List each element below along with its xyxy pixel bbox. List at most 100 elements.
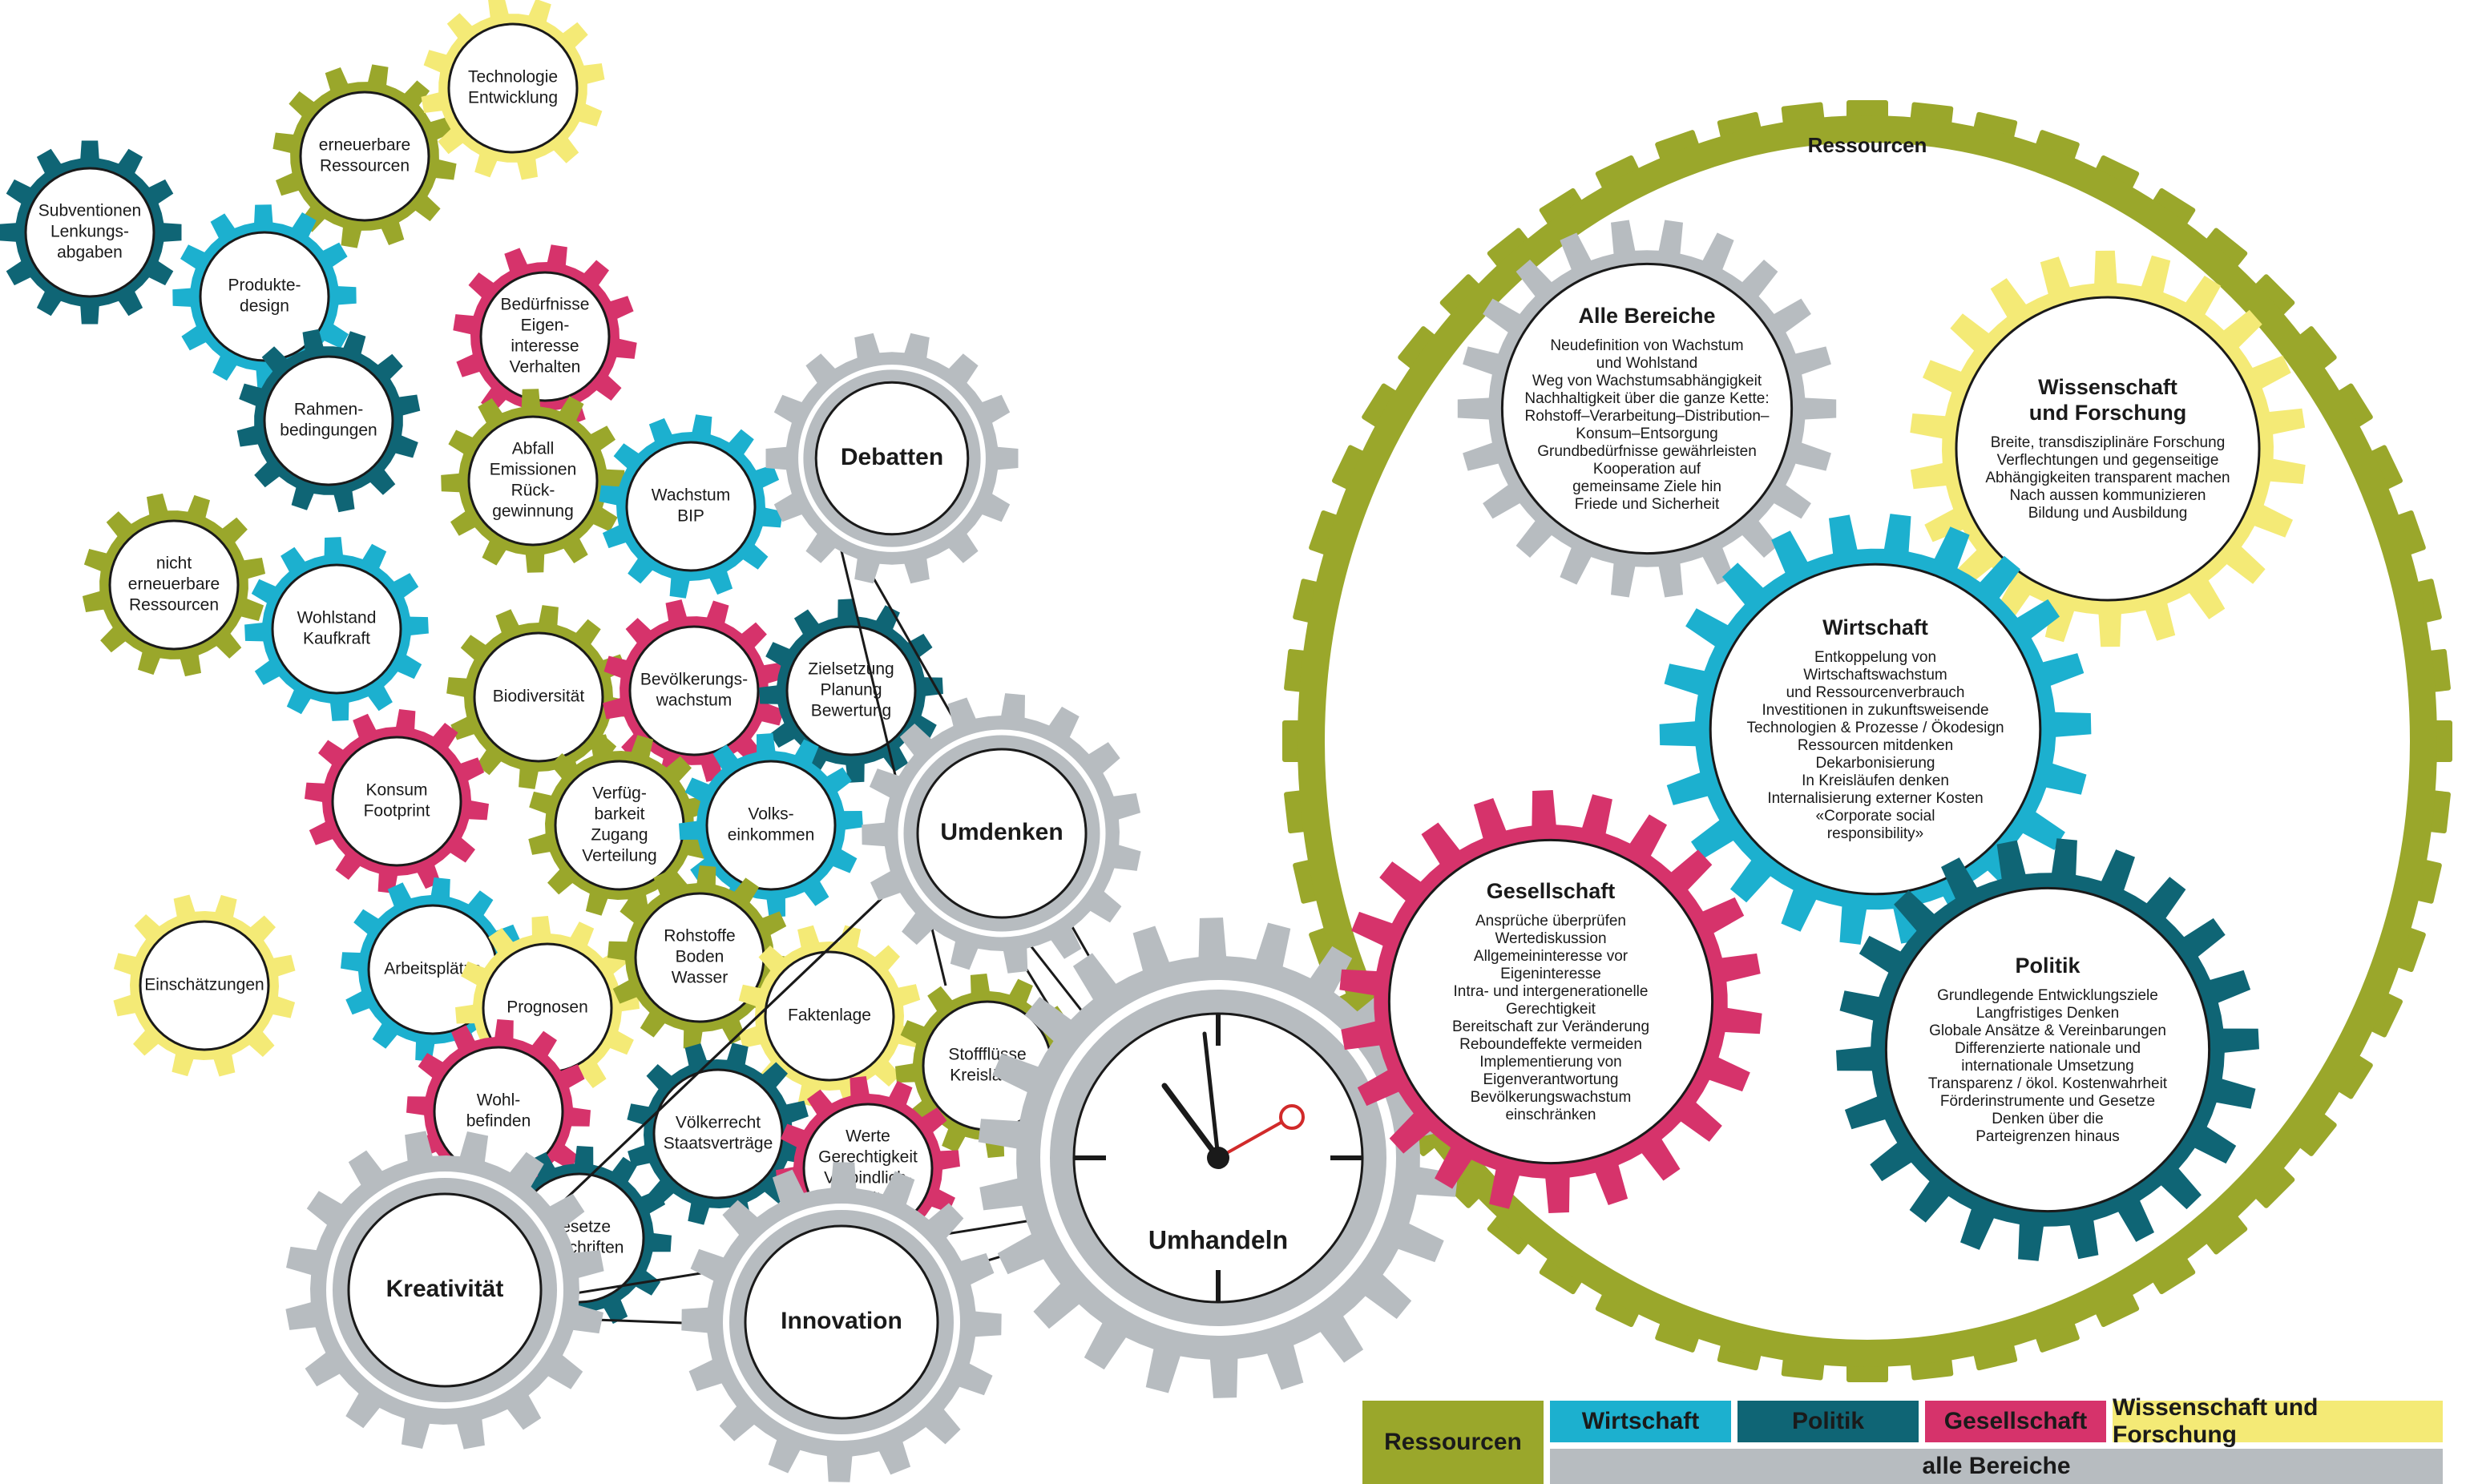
gear-bevoelkerungs-wachstum: Bevölkerungs-wachstum (603, 599, 785, 782)
domain-gear-alle-bereiche-text-line: Nachhaltigkeit über die ganze Kette: (1524, 390, 1769, 407)
domain-gear-wirtschaft-text-line: Entkoppelung von (1814, 649, 1936, 666)
domain-gear-alle-bereiche-text-line: Friede und Sicherheit (1575, 496, 1720, 513)
process-gear-kreativitaet: Kreativität (285, 1131, 604, 1450)
gear-bevoelkerungs-wachstum-line: Bevölkerungs- (640, 671, 748, 689)
gear-verfueg-barkeit-zugang-verteilung-line: Verfüg- (592, 784, 647, 803)
domain-gear-politik-text-line: Denken über die (1992, 1111, 2103, 1127)
domain-gear-wirtschaft-face (1709, 563, 2042, 896)
gear-erneuerbare-ressourcen-line: Ressourcen (320, 157, 410, 175)
domain-gear-alle-bereiche-text-line: Rohstoff–Verarbeitung–Distribution– (1525, 408, 1770, 425)
gear-faktenlage-line: Faktenlage (788, 1006, 871, 1025)
domain-gear-alle-bereiche-title: Alle Bereiche (1578, 304, 1715, 328)
gear-einschaetzungen: Einschätzungen (113, 894, 296, 1077)
gear-zielsetzung-planung-bewertung-line: Bewertung (811, 702, 891, 720)
gear-konsum-footprint-line: Konsum (365, 781, 427, 800)
legend: Ressourcen Wirtschaft Politik Gesellscha… (1362, 1394, 2443, 1484)
gear-volks-einkommen-face (705, 760, 837, 891)
domain-gear-alle-bereiche-face (1500, 262, 1794, 555)
domain-gear-politik-text-line: Differenzierte nationale und (1955, 1040, 2141, 1057)
gear-verfueg-barkeit-zugang-verteilung-line: Verteilung (582, 847, 656, 865)
gear-abfall-emissionen-rueck-gewinnung-line: Abfall (512, 440, 555, 458)
gear-beduerfnisse-eigen-interesse-verhalten-line: Eigen- (521, 317, 570, 335)
process-gear-umhandeln-label: Umhandeln (1148, 1225, 1288, 1254)
gear-faktenlage-face (764, 950, 895, 1082)
legend-wissenschaft: Wissenschaft und Forschung (2113, 1394, 2443, 1448)
gear-wohl-befinden-line: Wohl- (477, 1091, 520, 1110)
gear-technologie-entwicklung-line: Technologie (468, 68, 558, 87)
process-gear-debatten: Debatten (765, 333, 1019, 584)
domain-gear-wissenschaft-und-forschung-title: und Forschung (2029, 401, 2186, 425)
domain-gear-politik-text-line: Globale Ansätze & Vereinbarungen (1929, 1022, 2166, 1039)
gear-voelkerrecht-staatsvertraege-line: Staatsverträge (664, 1135, 773, 1153)
gear-einschaetzungen-line: Einschätzungen (144, 976, 264, 994)
ring-band (1298, 115, 2437, 1367)
domain-gear-alle-bereiche-text-line: Weg von Wachstumsabhängigkeit (1532, 373, 1762, 389)
gear-produkte-design-line: design (240, 297, 289, 316)
gear-zielsetzung-planung-bewertung-line: Planung (820, 681, 882, 700)
gear-beduerfnisse-eigen-interesse-verhalten-line: interesse (511, 337, 579, 356)
domain-gear-wissenschaft-und-forschung-text-line: Abhängigkeiten transparent machen (1985, 470, 2230, 486)
gear-abfall-emissionen-rueck-gewinnung-line: Emissionen (490, 461, 577, 479)
domain-gear-wirtschaft-text-line: Internalisierung externer Kosten (1767, 790, 1983, 807)
domain-gear-politik-title: Politik (2015, 954, 2081, 978)
gear-einschaetzungen-face (139, 920, 270, 1051)
domain-gear-wissenschaft-und-forschung-title: Wissenschaft (2038, 375, 2177, 399)
gear-konsum-footprint-line: Footprint (364, 802, 430, 821)
gear-biodiversitaet: Biodiversität (446, 605, 631, 789)
gear-rahmen-bedingungen: Rahmen-bedingungen (236, 329, 421, 513)
clock-minute-hand (1202, 1031, 1221, 1160)
domain-gear-alle-bereiche-text-line: Kooperation auf (1593, 461, 1701, 478)
domain-gear-wirtschaft-text-line: In Kreisläufen denken (1802, 772, 1949, 789)
gear-bevoelkerungs-wachstum-face (628, 625, 760, 756)
domain-gear-gesellschaft-text-line: Eigenverantwortung (1483, 1071, 1619, 1088)
domain-gear-alle-bereiche-text-line: Grundbedürfnisse gewährleisten (1537, 443, 1757, 460)
legend-wirtschaft: Wirtschaft (1550, 1401, 1731, 1442)
gear-erneuerbare-ressourcen-face (299, 91, 430, 222)
process-gear-umdenken-face (916, 748, 1088, 919)
process-gear-innovation-label: Innovation (781, 1308, 902, 1334)
domain-gear-wirtschaft-text-line: «Corporate social (1816, 808, 1935, 825)
process-gear-kreativitaet-face (347, 1192, 543, 1388)
domain-gear-politik-text-line: Parteigrenzen hinaus (1976, 1128, 2120, 1145)
gear-wohlstand-kaufkraft-line: Kaufkraft (303, 630, 370, 648)
domain-gear-gesellschaft-text-line: Ansprüche überprüfen (1475, 913, 1626, 930)
gear-abfall-emissionen-rueck-gewinnung-face (467, 415, 599, 546)
legend-gesellschaft: Gesellschaft (1925, 1401, 2106, 1442)
domain-gear-wirtschaft-text-line: responsibility» (1827, 825, 1923, 842)
gear-rohstoffe-boden-wasser-line: Boden (676, 948, 724, 966)
gear-wohl-befinden-line: befinden (466, 1112, 531, 1131)
gear-abfall-emissionen-rueck-gewinnung-line: gewinnung (492, 502, 574, 521)
domain-gear-gesellschaft-text-line: Intra- und intergenerationelle (1454, 983, 1649, 1000)
domain-gear-politik-text-line: Grundlegende Entwicklungsziele (1937, 987, 2158, 1004)
legend-politik: Politik (1737, 1401, 1919, 1442)
gear-subventionen-lenkungs-abgaben-line: Lenkungs- (50, 223, 129, 241)
domain-gear-alle-bereiche-text-line: gemeinsame Ziele hin (1572, 478, 1721, 495)
process-gear-umdenken: Umdenken (862, 693, 1141, 974)
domain-gear-politik-text-line: Förderinstrumente und Gesetze (1940, 1093, 2155, 1110)
gear-volks-einkommen-line: Volks- (748, 805, 793, 824)
legend-alle-bereiche: alle Bereiche (1550, 1449, 2443, 1484)
process-gear-innovation-face (744, 1224, 939, 1420)
gear-erneuerbare-ressourcen-line: erneuerbare (319, 136, 410, 155)
domain-gear-gesellschaft-text-line: Gerechtigkeit (1506, 1001, 1596, 1018)
gear-abfall-emissionen-rueck-gewinnung-line: Rück- (511, 482, 555, 500)
domain-gear-politik-text-line: Langfristiges Denken (1976, 1005, 2120, 1022)
domain-gear-gesellschaft-text-line: Allgemeininteresse vor (1474, 948, 1629, 965)
process-gear-umdenken-label: Umdenken (940, 819, 1063, 845)
domain-gear-alle-bereiche-text-line: Konsum–Entsorgung (1576, 425, 1717, 442)
domain-gear-politik-text-line: Transparenz / ökol. Kostenwahrheit (1928, 1075, 2168, 1092)
gear-volks-einkommen-line: einkommen (728, 826, 815, 845)
process-gear-debatten-face (814, 381, 970, 536)
clock-layer (1074, 1014, 1362, 1302)
domain-gear-wissenschaft-und-forschung-text-line: Breite, transdisziplinäre Forschung (1991, 434, 2226, 451)
